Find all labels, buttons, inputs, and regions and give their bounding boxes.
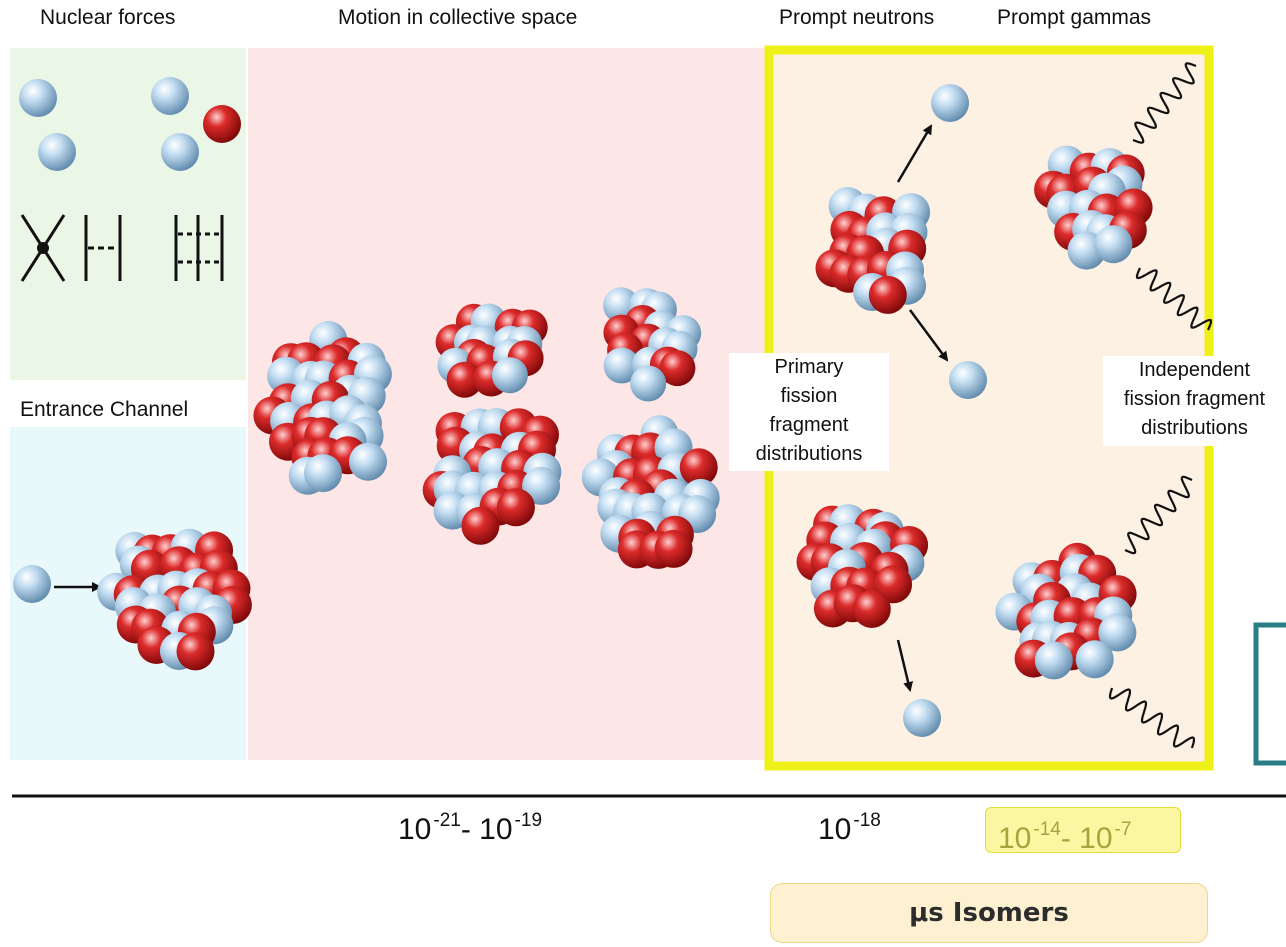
- primary-line-1: Primary: [774, 356, 844, 378]
- gamma-wave-icon: [1124, 475, 1193, 555]
- incoming-neutron: [13, 565, 51, 603]
- nucleon-sphere: [1094, 225, 1133, 264]
- independent-line-3: distributions: [1141, 417, 1248, 439]
- independent-fragment-upper: [1034, 145, 1153, 270]
- prompt-neutron-arrows: [896, 124, 949, 692]
- primary-line-4: distributions: [755, 443, 863, 465]
- scission-nucleus-lower: [581, 415, 720, 569]
- independent-line-1: Independent: [1138, 359, 1251, 381]
- nucleon-sphere: [659, 350, 696, 387]
- compound-nucleus: [253, 321, 392, 495]
- independent-fragment-lower: [995, 542, 1137, 680]
- teal-box-edge: [1253, 622, 1286, 766]
- header-nuclear-forces: Nuclear forces: [40, 6, 176, 29]
- primary-fragment-upper: [815, 187, 931, 314]
- nucleon-sphere: [461, 506, 500, 545]
- deformed-nucleus-upper: [435, 303, 548, 398]
- nucleon-sphere: [852, 590, 891, 628]
- timescale-prompt-gammas: 10-14- 10-7: [985, 807, 1181, 855]
- nucleon-sphere: [1034, 641, 1073, 680]
- primary-distributions-label: Primary fission fragment distributions: [729, 353, 889, 471]
- independent-distributions-label: Independent fission fragment distributio…: [1103, 356, 1286, 446]
- header-entrance-channel: Entrance Channel: [20, 398, 189, 421]
- primary-fragment-lower: [796, 504, 929, 628]
- gamma-wave-icon: [1135, 267, 1213, 331]
- nucleon-sphere: [1075, 640, 1114, 679]
- header-prompt-neutrons: Prompt neutrons: [779, 6, 935, 29]
- target-nucleus: [97, 528, 252, 671]
- nucleon-sphere: [496, 488, 535, 527]
- timescale-collective: 10-21- 10-19: [398, 810, 543, 846]
- emitted-neutrons: [903, 84, 987, 737]
- scission-nucleus-upper: [603, 287, 702, 402]
- header-motion: Motion in collective space: [338, 6, 578, 29]
- independent-line-2: fission fragment: [1123, 388, 1266, 410]
- nucleon-sphere: [446, 361, 483, 398]
- nucleon-sphere: [522, 466, 561, 505]
- nucleon-sphere: [603, 347, 640, 384]
- nucleon-sphere: [304, 454, 342, 493]
- loose-nucleons: [19, 77, 241, 171]
- primary-line-3: fragment: [769, 414, 849, 436]
- nucleon-sphere: [491, 357, 528, 394]
- nucleon-sphere: [874, 565, 913, 604]
- gamma-ray-wave-icons: [1108, 62, 1213, 749]
- header-prompt-gammas: Prompt gammas: [997, 6, 1152, 29]
- nucleon-sphere: [630, 365, 667, 402]
- gamma-wave-icon: [1108, 687, 1196, 749]
- gamma-wave-icon: [1132, 62, 1197, 144]
- microsecond-isomers-box: μs Isomers: [770, 883, 1208, 943]
- nucleon-sphere: [868, 275, 907, 314]
- nucleon-sphere: [1098, 613, 1137, 652]
- deformed-nucleus-lower: [422, 408, 562, 545]
- timescale-prompt-neutrons: 10-18: [818, 810, 881, 846]
- interaction-diagrams-icon: [20, 214, 224, 282]
- primary-line-2: fission: [780, 385, 838, 407]
- nucleon-sphere: [679, 448, 718, 487]
- nucleon-sphere: [654, 529, 693, 568]
- nucleon-sphere: [176, 632, 215, 671]
- nucleon-sphere: [349, 442, 387, 481]
